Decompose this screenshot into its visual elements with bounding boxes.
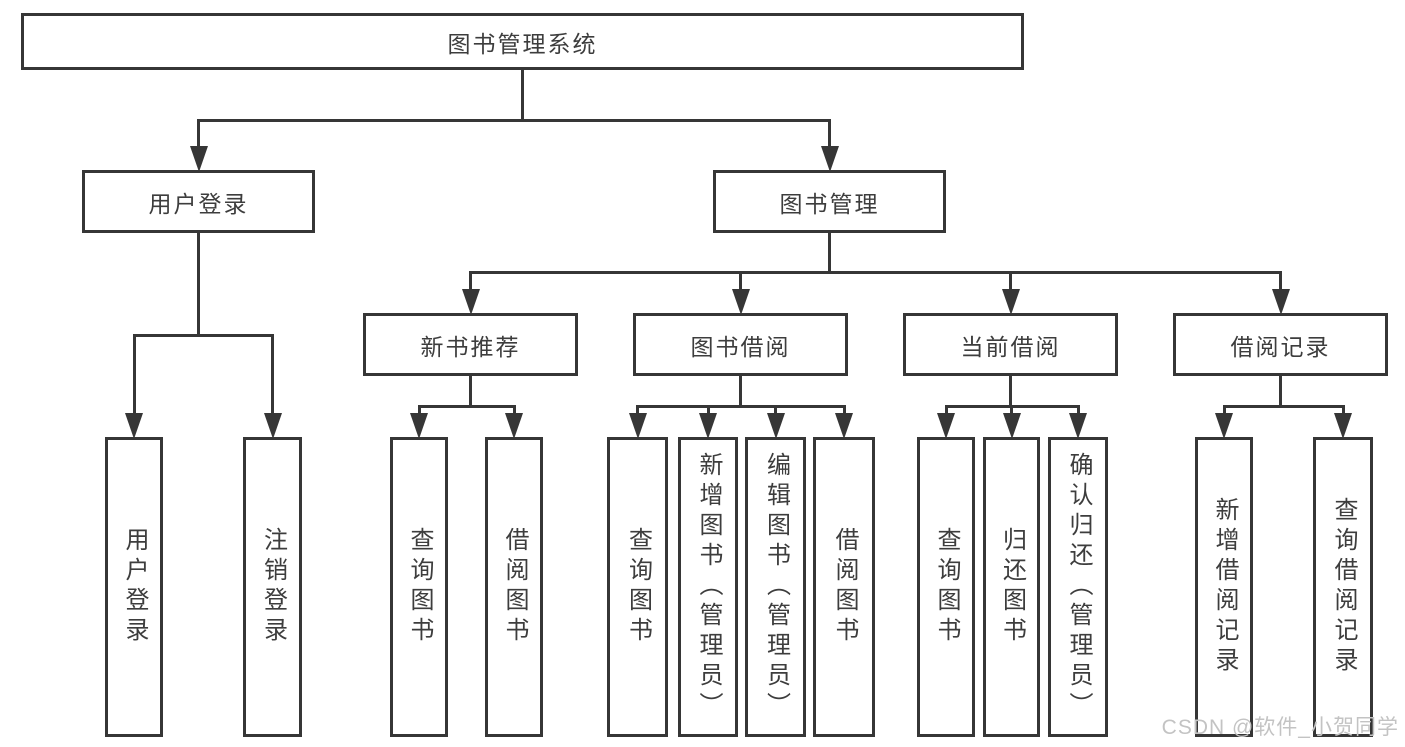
node-label: 当前借阅 [960, 333, 1061, 360]
diagram-node: 新增借阅记录 [1195, 437, 1253, 737]
arrowhead-down-icon [1215, 413, 1233, 439]
connector-segment [521, 69, 524, 120]
diagram-node: 图书管理系统 [21, 13, 1024, 70]
node-label: 新增借阅记录 [1211, 497, 1238, 677]
node-label: 图书管理系统 [447, 30, 598, 57]
connector-segment [469, 375, 472, 406]
arrowhead-down-icon [1271, 289, 1290, 315]
diagram-node: 查询借阅记录 [1313, 437, 1373, 737]
node-label: 新书推荐 [420, 333, 521, 360]
arrowhead-down-icon [820, 146, 839, 172]
connector-segment [271, 335, 274, 414]
connector-segment [1341, 406, 1345, 414]
connector-segment [1076, 406, 1080, 414]
arrowhead-down-icon [835, 413, 853, 439]
diagram-node: 用户登录 [105, 437, 163, 737]
diagram-node: 用户登录 [82, 170, 315, 233]
connector-segment [636, 404, 846, 408]
connector-segment [1279, 272, 1282, 290]
diagram-node: 新书推荐 [363, 313, 578, 376]
connector-segment [739, 375, 742, 406]
diagram-node: 查询图书 [390, 437, 448, 737]
connector-segment [944, 406, 948, 414]
node-label: 归还图书 [998, 527, 1026, 647]
connector-segment [197, 232, 200, 335]
diagram-node: 借阅记录 [1173, 313, 1388, 376]
node-label: 图书借阅 [690, 333, 791, 360]
arrowhead-down-icon [410, 413, 428, 439]
diagram-node: 编辑图书（管理员） [745, 437, 806, 737]
connector-segment [417, 406, 421, 414]
diagram-node: 查询图书 [607, 437, 668, 737]
diagram-node: 当前借阅 [903, 313, 1118, 376]
node-label: 用户登录 [121, 527, 148, 647]
arrowhead-down-icon [628, 413, 647, 439]
arrowhead-down-icon [699, 413, 717, 439]
node-label: 查询借阅记录 [1330, 497, 1357, 677]
node-label: 查询图书 [933, 527, 960, 647]
connector-segment [1009, 375, 1012, 406]
arrowhead-down-icon [937, 413, 955, 439]
diagram-node: 查询图书 [917, 437, 975, 737]
arrowhead-down-icon [189, 146, 208, 172]
node-label: 借阅图书 [501, 527, 528, 647]
node-label: 图书管理 [779, 190, 880, 217]
diagram-node: 注销登录 [243, 437, 302, 737]
connector-segment [197, 120, 200, 147]
connector-segment [636, 406, 639, 414]
connector-segment [1010, 406, 1013, 414]
connector-segment [706, 406, 710, 414]
connector-segment [1222, 404, 1345, 408]
connector-segment [1009, 272, 1012, 290]
arrowhead-down-icon [505, 413, 523, 439]
node-label: 新增图书（管理员） [695, 452, 722, 722]
diagram-node: 新增图书（管理员） [678, 437, 738, 737]
node-label: 编辑图书（管理员） [762, 452, 790, 722]
arrowhead-down-icon [766, 413, 785, 439]
connector-segment [512, 406, 516, 414]
connector-segment [842, 406, 846, 414]
connector-segment [1279, 375, 1282, 406]
node-label: 用户登录 [148, 190, 249, 217]
arrowhead-down-icon [1002, 413, 1021, 439]
node-label: 确认归还（管理员） [1065, 452, 1092, 722]
connector-segment [132, 335, 136, 414]
node-label: 借阅记录 [1230, 333, 1331, 360]
arrowhead-down-icon [1069, 413, 1087, 439]
connector-segment [828, 232, 831, 272]
connector-segment [197, 118, 831, 122]
connector-segment [828, 120, 831, 147]
connector-segment [774, 406, 777, 414]
arrowhead-down-icon [461, 289, 480, 315]
arrowhead-down-icon [731, 289, 750, 315]
connector-segment [1222, 406, 1226, 414]
arrowhead-down-icon [1334, 413, 1352, 439]
arrowhead-down-icon [125, 413, 143, 439]
connector-segment [739, 272, 742, 290]
connector-segment [469, 270, 1282, 274]
connector-segment [132, 333, 274, 337]
connector-segment [469, 272, 472, 290]
node-label: 借阅图书 [831, 527, 858, 647]
diagram-node: 图书借阅 [633, 313, 848, 376]
arrowhead-down-icon [263, 413, 282, 439]
diagram-node: 确认归还（管理员） [1048, 437, 1108, 737]
node-label: 查询图书 [406, 527, 433, 647]
diagram-node: 借阅图书 [485, 437, 543, 737]
arrowhead-down-icon [1001, 289, 1020, 315]
diagram-node: 借阅图书 [813, 437, 875, 737]
diagram-node: 图书管理 [713, 170, 946, 233]
connector-segment [417, 404, 516, 408]
node-label: 查询图书 [624, 527, 652, 647]
diagram-node: 归还图书 [983, 437, 1040, 737]
node-label: 注销登录 [259, 527, 287, 647]
watermark: CSDN @软件_小贺同学 [1161, 716, 1399, 739]
